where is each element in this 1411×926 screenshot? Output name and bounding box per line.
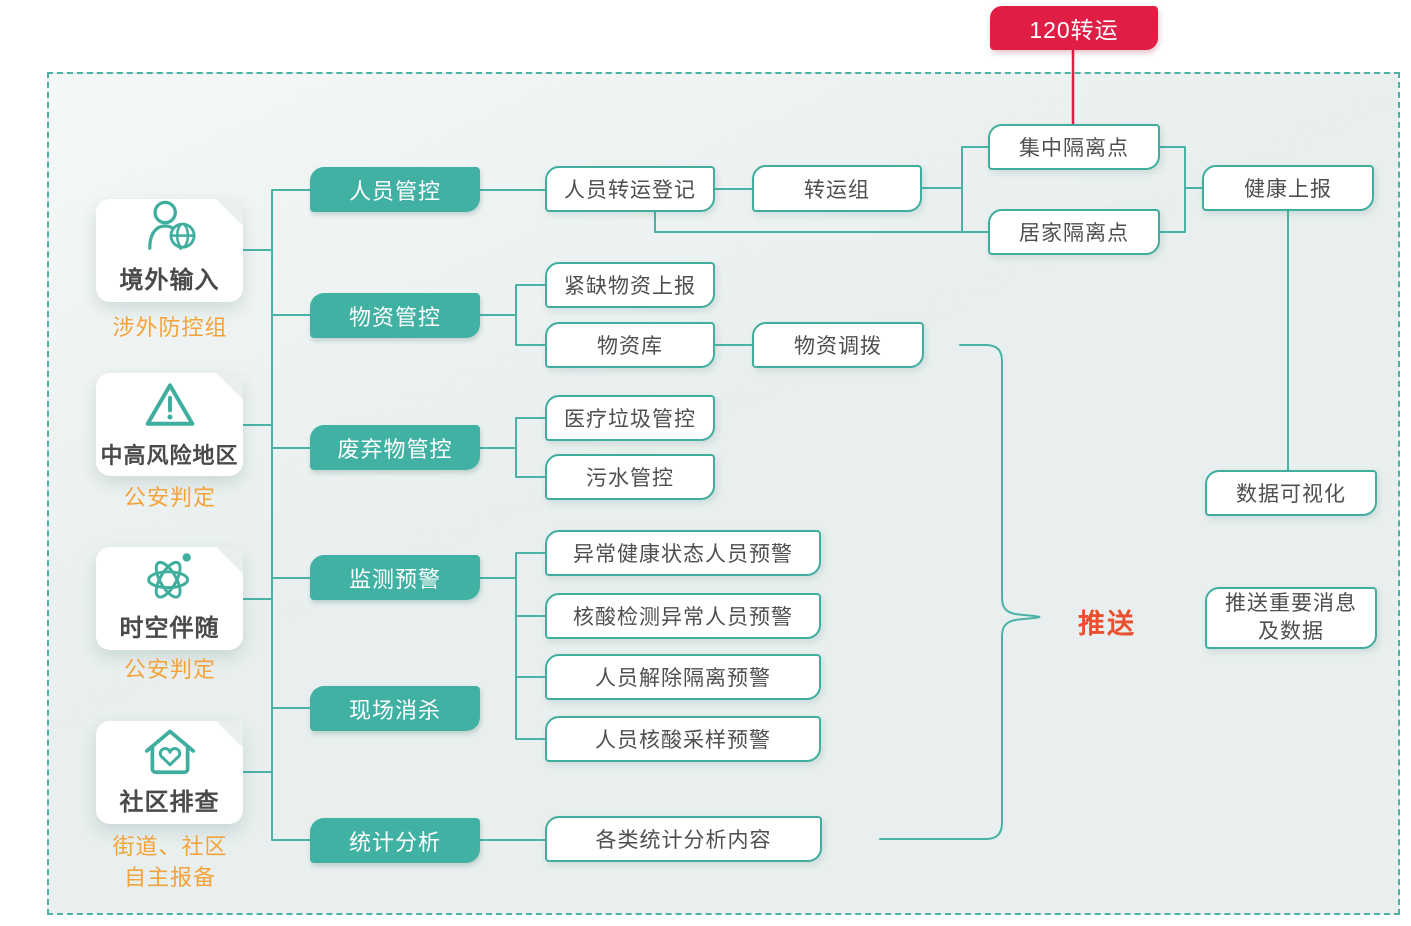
node-transfer-registration: 人员转运登记	[545, 166, 715, 212]
node-scarce-supplies-report: 紧缺物资上报	[545, 262, 715, 308]
source-subtitle-community: 街道、社区 自主报备	[112, 834, 228, 890]
node-health-report: 健康上报	[1202, 165, 1374, 211]
person-globe-icon	[139, 200, 201, 259]
source-card-risk-area: 中高风险地区	[96, 373, 243, 476]
node-push-messages: 推送重要消息 及数据	[1205, 587, 1377, 649]
source-subtitle-overseas: 涉外防控组	[112, 315, 228, 340]
source-subtitle-spacetime: 公安判定	[123, 657, 216, 682]
node-nucleic-sampling-warning: 人员核酸采样预警	[545, 716, 821, 762]
push-label: 推送	[1078, 609, 1136, 639]
node-transfer-team: 转运组	[752, 165, 922, 212]
node-central-isolation: 集中隔离点	[988, 124, 1160, 170]
category-supplies-control: 物资管控	[310, 293, 480, 338]
node-statistics-content: 各类统计分析内容	[545, 816, 822, 862]
node-abnormal-health-warning: 异常健康状态人员预警	[545, 530, 821, 576]
node-data-visualization: 数据可视化	[1205, 470, 1377, 516]
source-title: 境外输入	[119, 267, 220, 294]
category-statistics-analysis: 统计分析	[310, 818, 480, 863]
source-card-community: 社区排查	[96, 721, 243, 824]
atom-icon	[139, 550, 201, 607]
node-sewage-control: 污水管控	[545, 454, 715, 500]
node-nucleic-abnormal-warning: 核酸检测异常人员预警	[545, 593, 821, 639]
source-title: 中高风险地区	[100, 443, 239, 468]
category-onsite-disinfection: 现场消杀	[310, 686, 480, 731]
node-isolation-release-warning: 人员解除隔离预警	[545, 654, 821, 700]
house-heart-icon	[140, 724, 200, 781]
node-medical-waste-control: 医疗垃圾管控	[545, 395, 715, 441]
badge-120-transfer-label: 120转运	[1029, 17, 1119, 43]
node-home-isolation: 居家隔离点	[988, 209, 1160, 255]
category-monitoring-warning: 监测预警	[310, 555, 480, 600]
source-card-spacetime: 时空伴随	[96, 547, 243, 650]
source-title: 时空伴随	[119, 615, 220, 642]
category-personnel-control: 人员管控	[310, 167, 480, 212]
warning-triangle-icon	[141, 380, 199, 435]
badge-120-transfer: 120转运	[990, 6, 1158, 50]
node-supplies-warehouse: 物资库	[545, 322, 715, 368]
category-waste-control: 废弃物管控	[310, 425, 480, 470]
source-title: 社区排查	[119, 789, 220, 816]
source-subtitle-risk-area: 公安判定	[123, 485, 216, 510]
source-card-overseas-input: 境外输入	[96, 199, 243, 302]
node-supplies-allocation: 物资调拨	[752, 322, 924, 368]
